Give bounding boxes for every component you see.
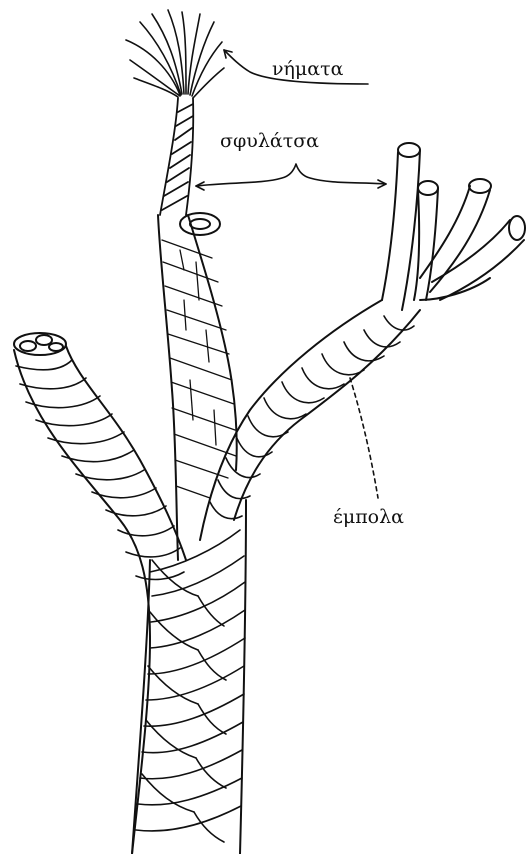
- fibers-tuft: [126, 10, 224, 98]
- yarn-leader: [196, 164, 386, 186]
- fibers-label: νήματα: [272, 58, 343, 80]
- leader-lines: [196, 50, 386, 498]
- strand-leader: [350, 378, 378, 498]
- yarn-label: σφυλάτσα: [220, 130, 319, 152]
- middle-strand: [158, 213, 237, 560]
- left-strand: [14, 333, 186, 854]
- right-strand: [200, 143, 525, 540]
- yarn: [160, 98, 193, 215]
- strand-label: έμπολα: [333, 506, 404, 528]
